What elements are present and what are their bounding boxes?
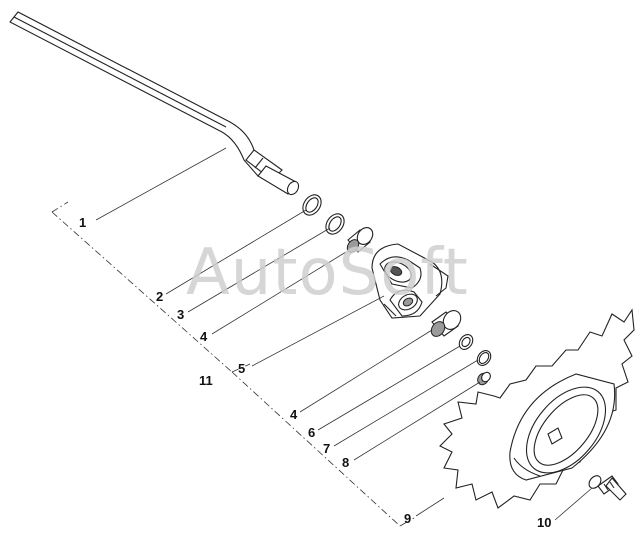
part-1-shaft — [9, 11, 300, 196]
callout-11: 11 — [199, 373, 213, 388]
callout-9: 9 — [404, 511, 412, 526]
assembly-bracket — [51, 201, 415, 527]
part-8-nut — [477, 371, 491, 386]
part-2-washer — [302, 194, 322, 216]
part-4-bushing-lower — [430, 310, 462, 337]
callout-10: 10 — [537, 515, 552, 530]
part-10-bolt — [588, 475, 627, 501]
callout-5: 5 — [238, 361, 246, 376]
callout-7: 7 — [323, 441, 331, 456]
callout-3: 3 — [177, 307, 185, 322]
part-5-hub-bracket — [371, 243, 449, 319]
callout-8: 8 — [342, 455, 350, 470]
callout-4-upper: 4 — [200, 329, 208, 344]
part-6-washer — [458, 334, 474, 350]
part-3-washer — [325, 213, 345, 235]
callout-1: 1 — [79, 215, 87, 230]
callout-6: 6 — [308, 425, 316, 440]
leader-lines — [95, 147, 593, 521]
callout-4-lower: 4 — [290, 407, 298, 422]
part-4-bushing-upper — [346, 227, 374, 253]
callout-2: 2 — [156, 289, 164, 304]
part-7-ring — [476, 350, 492, 366]
part-9-sprocket-drum — [439, 308, 635, 509]
